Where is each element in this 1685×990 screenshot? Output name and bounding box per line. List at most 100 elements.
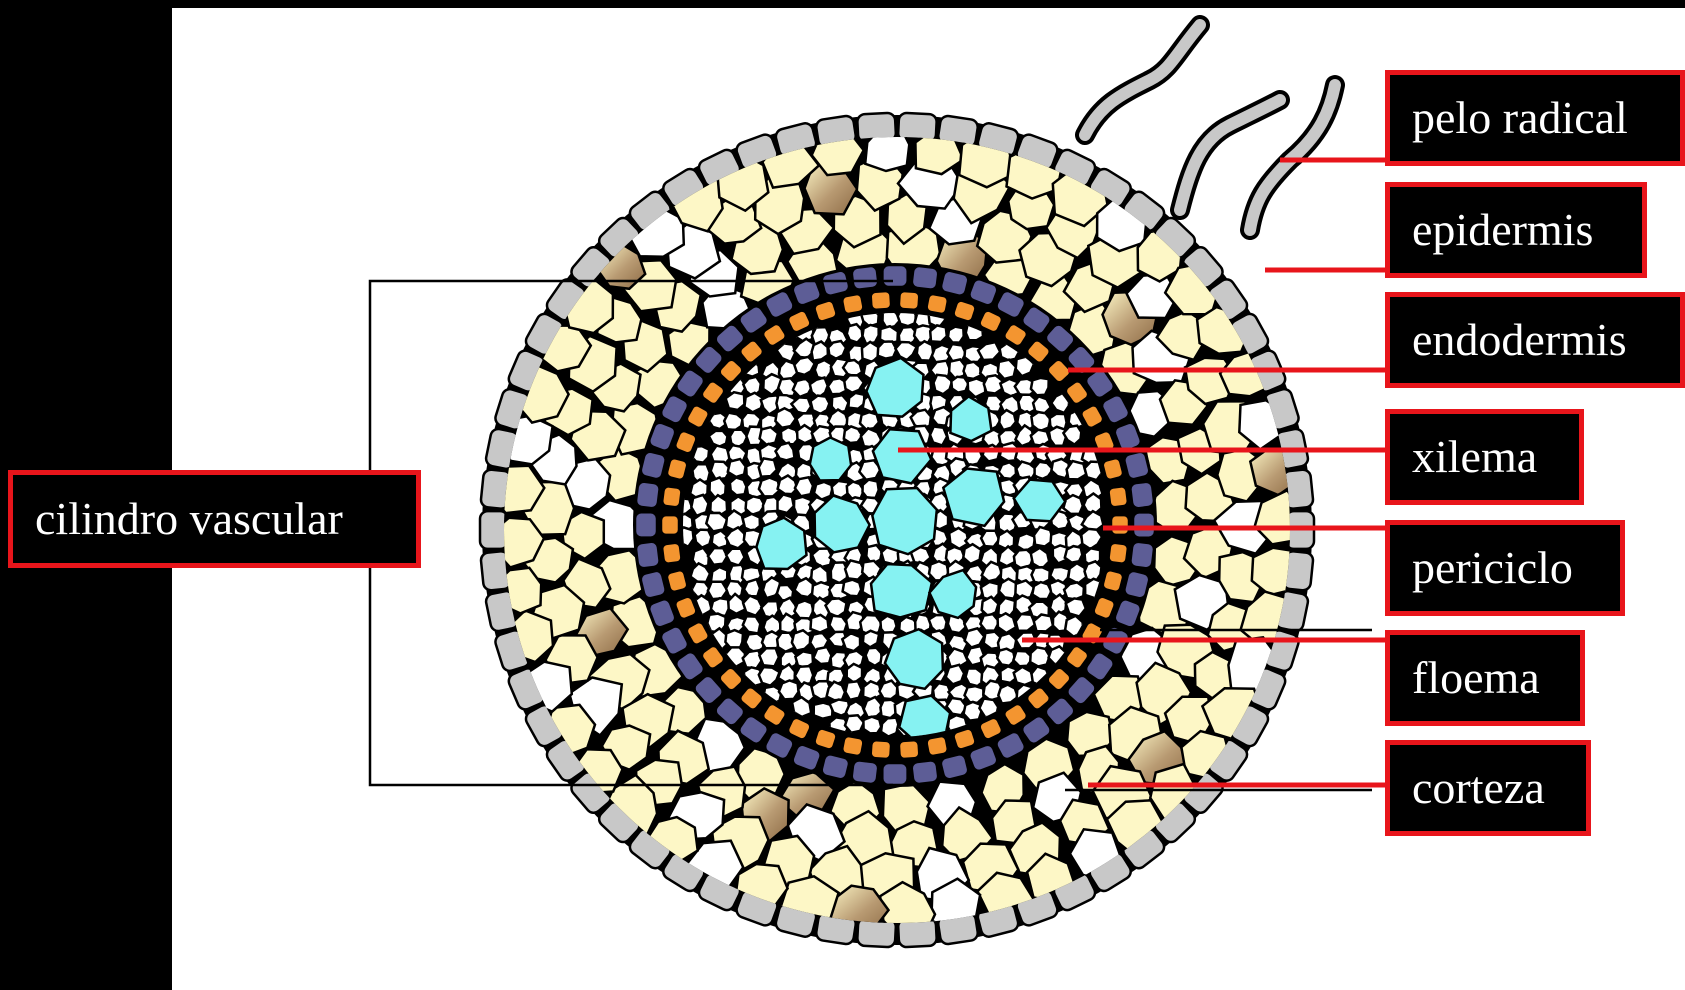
pericycle-cell [662,542,682,564]
phloem-cell [706,513,727,532]
phloem-cell [881,718,899,737]
endodermis-cell [640,450,667,480]
endodermis-cell [882,265,907,287]
pericycle-cell [1108,542,1128,564]
phloem-cell [847,324,863,342]
phloem-cell [1031,378,1049,395]
label-vascular-cylinder: cilindro vascular [8,470,421,568]
phloem-cell [947,344,965,361]
phloem-cell [794,357,814,375]
epidermis-cell [480,511,508,549]
pericycle-cell [1108,486,1128,508]
phloem-cell [965,686,984,703]
phloem-cell [726,392,745,410]
pericycle-cell [926,293,949,314]
phloem-cell [811,615,829,633]
phloem-cell [964,702,982,721]
phloem-cell [759,478,780,497]
endodermis-cell [820,753,850,780]
phloem-cell [917,341,933,360]
endodermis-cell [635,541,660,569]
pericycle-cell [662,486,682,508]
phloem-cell [794,497,811,517]
endodermis-cell [635,481,660,509]
phloem-cell [949,528,968,549]
phloem-cell [826,598,847,617]
phloem-cell [964,362,981,379]
endodermis-cell [851,265,879,290]
phloem-cell [759,648,779,666]
pericycle-cell [661,515,679,535]
phloem-cell [998,360,1016,379]
phloem-cell [1066,598,1086,616]
phloem-cell [724,413,742,430]
phloem-cell [845,715,864,732]
pericycle-cell [841,735,864,756]
phloem-cell [842,633,860,651]
xylem-vessel [872,488,937,554]
label-epidermis: epidermis [1385,182,1647,278]
label-cortex: corteza [1385,740,1591,836]
phloem-cell [813,647,831,664]
phloem-cell [1065,546,1083,563]
phloem-cell [1031,412,1050,431]
phloem-cell [1030,647,1050,666]
phloem-cell [743,514,760,532]
endodermis-cell [1130,481,1155,509]
endodermis-cell [821,269,851,296]
phloem-cell [879,681,897,700]
phloem-cell [930,427,947,446]
phloem-cell [930,325,947,342]
phloem-cell [795,477,813,496]
phloem-cell [778,494,794,513]
phloem-cell [829,616,847,633]
phloem-cell [761,601,778,618]
phloem-cell [1063,495,1082,514]
root-hair-1-fill [1085,25,1200,135]
endodermis-cell [940,270,970,297]
phloem-cell [951,377,968,393]
endodermis-cell [940,753,970,780]
endodermis-cell [639,570,666,600]
label-pericycle: periciclo [1385,520,1625,616]
pericycle-cell [899,291,920,310]
phloem-cell [1034,615,1053,632]
phloem-cell [779,680,799,699]
endodermis-cell [1133,512,1155,537]
phloem-cell [847,664,862,683]
endodermis-cell [911,265,939,290]
phloem-cell [744,579,760,596]
phloem-cell [982,597,999,616]
phloem-cell [708,548,727,565]
phloem-cell [948,327,964,343]
phloem-cell [983,445,1000,462]
pericycle-cell [841,293,864,314]
phloem-cell [1031,430,1050,446]
phloem-cell [1068,563,1086,583]
pericycle-cell [666,457,688,481]
phloem-cell [812,342,828,361]
label-endodermis: endodermis [1385,292,1685,388]
phloem-cell [963,544,981,564]
endodermis-cell [635,512,657,537]
label-root-hair: pelo radical [1385,70,1685,166]
phloem-cell [691,495,708,516]
phloem-cell [760,427,778,445]
phloem-cell [863,631,879,648]
endodermis-cell [851,760,879,785]
pericycle-cell [870,740,891,759]
phloem-cell [794,601,813,619]
phloem-cell [708,582,728,599]
phloem-cell [811,396,830,414]
phloem-cell [792,630,810,650]
phloem-cell [980,614,999,631]
pericycle-cell [870,291,891,310]
phloem-cell [1049,427,1066,446]
phloem-cell [730,477,747,495]
phloem-cell [728,459,746,477]
pericycle-cell [899,740,920,759]
xylem-vessel [810,438,851,481]
phloem-cell [863,717,881,734]
phloem-cell [863,480,879,498]
